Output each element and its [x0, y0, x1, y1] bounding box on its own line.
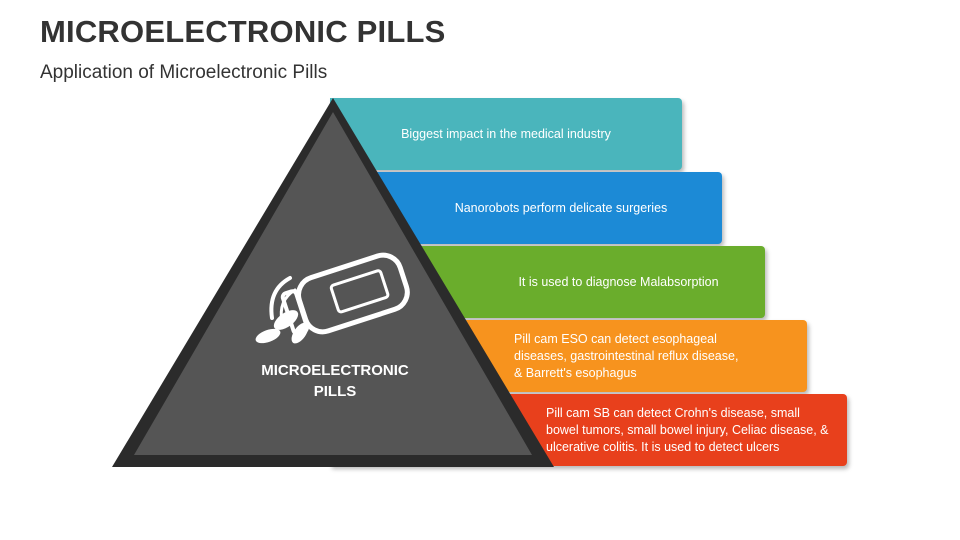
step-bar-5-text: Pill cam SB can detect Crohn's disease, …: [546, 405, 829, 454]
step-bar-1-text: Biggest impact in the medical industry: [401, 126, 611, 141]
step-bar-2-text: Nanorobots perform delicate surgeries: [454, 200, 668, 215]
pyramid-label-line2: PILLS: [313, 383, 357, 400]
pyramid-label-line1: MICROELECTRONIC: [261, 362, 409, 379]
pyramid-fill: [134, 112, 532, 455]
step-bar-1: Biggest impact in the medical industry: [330, 98, 682, 170]
step-bar-3-text: It is used to diagnose Malabsorption: [518, 274, 719, 289]
page-subtitle: Application of Microelectronic Pills: [40, 62, 328, 83]
step-bar-4-text: Pill cam ESO can detect esophageal disea…: [514, 331, 739, 380]
pills-icon: [255, 310, 309, 344]
pyramid-label: MICROELECTRONIC PILLS: [235, 360, 435, 402]
page-title: MICROELECTRONIC PILLS: [40, 14, 446, 49]
